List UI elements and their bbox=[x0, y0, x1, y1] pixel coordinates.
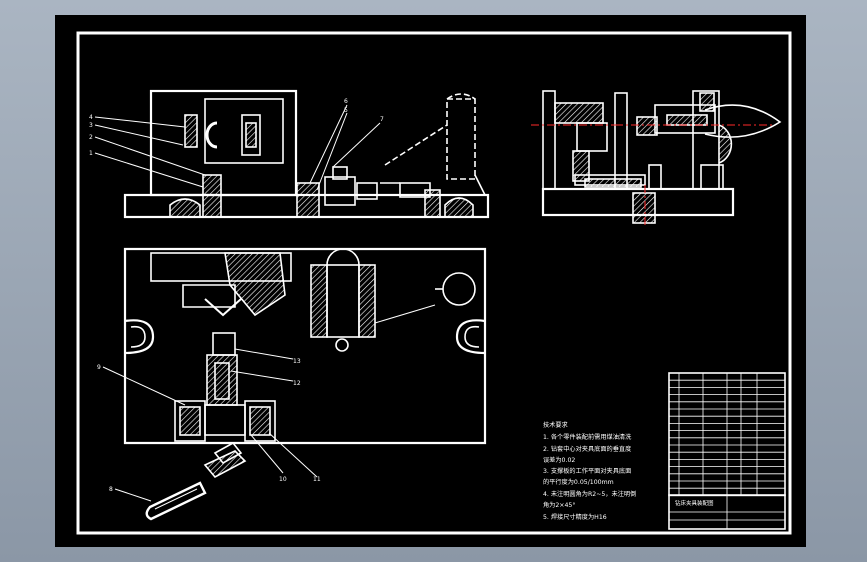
callout-3: 3 bbox=[89, 122, 93, 129]
callout-12: 12 bbox=[293, 380, 301, 387]
callout-2: 2 bbox=[89, 134, 93, 141]
notes-line-1: 1. 各个零件装配前需用煤油清洗 bbox=[543, 433, 632, 441]
side-view bbox=[541, 90, 782, 224]
cad-viewport[interactable]: 4 3 2 1 6 5 7 bbox=[55, 15, 806, 547]
notes-line-3: 误差为0.02 bbox=[543, 456, 575, 464]
notes-line-8: 5. 焊接尺寸精度为H16 bbox=[543, 513, 607, 521]
side-view-centerlines bbox=[531, 124, 775, 227]
front-view bbox=[123, 89, 490, 219]
notes-line-5: 的平行度为0.05/100mm bbox=[543, 478, 614, 486]
assembly-drawing: 4 3 2 1 6 5 7 bbox=[76, 31, 792, 535]
top-view-callouts: 9 13 12 8 10 11 bbox=[97, 358, 321, 493]
technical-notes: 技术要求 1. 各个零件装配前需用煤油清洗 2. 钻套中心对夹具底面的垂直度 误… bbox=[543, 421, 636, 521]
front-view-leaders bbox=[94, 104, 381, 191]
callout-6: 6 bbox=[344, 98, 348, 105]
title-block-title: 钻床夹具装配图 bbox=[675, 499, 714, 507]
notes-line-7: 角为2×45° bbox=[543, 501, 575, 509]
callout-11: 11 bbox=[313, 476, 321, 483]
notes-line-6: 4. 未注明圆角为R2~5，未注明倒 bbox=[543, 490, 636, 498]
notes-line-2: 2. 钻套中心对夹具底面的垂直度 bbox=[543, 445, 631, 453]
top-view-leaders bbox=[102, 304, 436, 502]
callout-9: 9 bbox=[97, 364, 101, 371]
callout-7: 7 bbox=[380, 116, 384, 123]
callout-10: 10 bbox=[279, 476, 287, 483]
callout-8: 8 bbox=[109, 486, 113, 493]
drawing-border bbox=[76, 31, 792, 535]
callout-5: 5 bbox=[344, 107, 348, 114]
callout-1: 1 bbox=[89, 150, 93, 157]
top-view bbox=[123, 247, 487, 521]
front-view-callouts: 4 3 2 1 6 5 7 bbox=[89, 98, 384, 157]
notes-line-4: 3. 支撑板的工作平面对夹具底面 bbox=[543, 467, 631, 475]
callout-13: 13 bbox=[293, 358, 301, 365]
callout-4: 4 bbox=[89, 114, 93, 121]
notes-title: 技术要求 bbox=[543, 421, 568, 429]
parts-list bbox=[668, 372, 786, 497]
